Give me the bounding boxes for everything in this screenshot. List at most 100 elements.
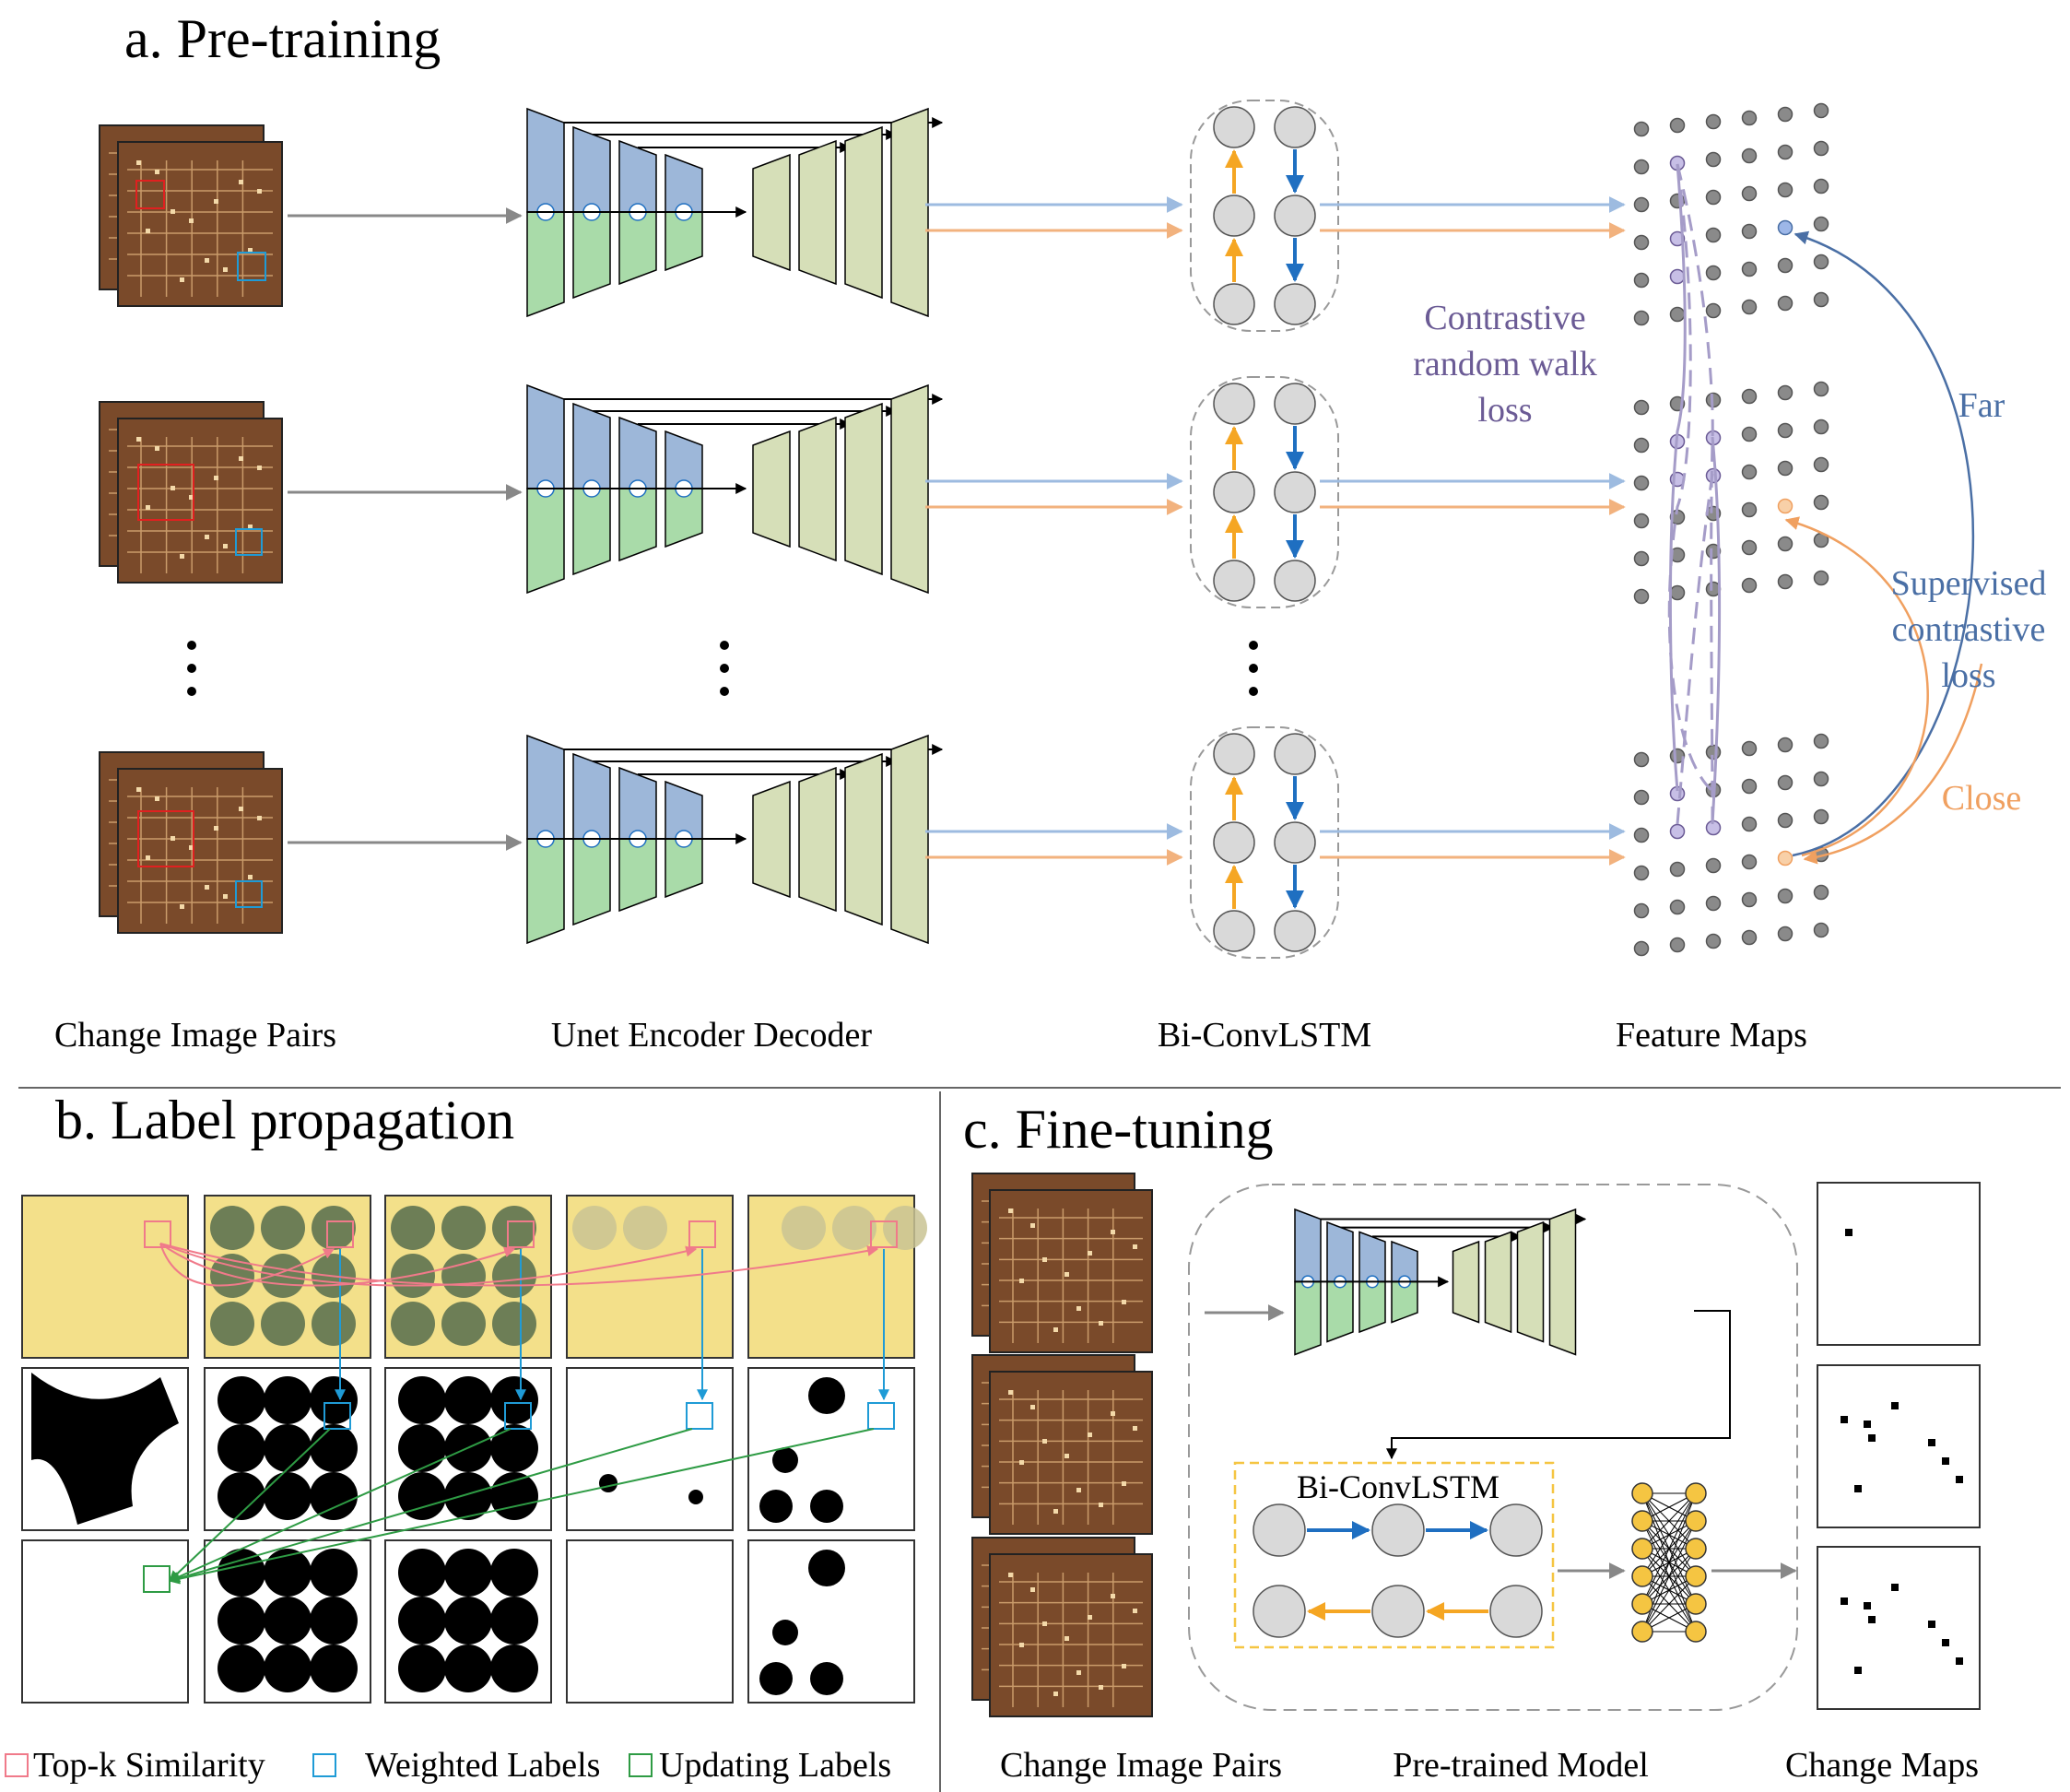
connection (1641, 1492, 1697, 1577)
neuron (1631, 1621, 1653, 1643)
feature-point (1633, 827, 1650, 843)
svg-text:Pre-trained Model: Pre-trained Model (1393, 1746, 1649, 1785)
change-pixel (1891, 1584, 1899, 1591)
change-blob (264, 1424, 312, 1472)
feature-point (1777, 812, 1794, 829)
neuron (1631, 1565, 1653, 1587)
feature-point (1813, 253, 1829, 270)
change-pixel (1864, 1421, 1871, 1428)
change-blob (810, 1662, 843, 1695)
decoder-block (890, 383, 929, 595)
pivot-field (261, 1302, 305, 1346)
svg-text:Top-k Similarity: Top-k Similarity (33, 1746, 265, 1785)
feature-point (1741, 778, 1758, 795)
change-blob (218, 1549, 265, 1597)
feature-point (1633, 159, 1650, 175)
top-k-box (688, 1220, 716, 1248)
front-image (117, 418, 283, 584)
feature-maps (1633, 102, 1829, 957)
backward-cell (1274, 195, 1316, 237)
label-propagation-grid (21, 1195, 927, 1704)
feature-point (1813, 102, 1829, 119)
feature-point (1777, 888, 1794, 904)
svg-text:Weighted Labels: Weighted Labels (365, 1746, 600, 1785)
ellipsis-dots (187, 641, 1258, 696)
change-blob (772, 1447, 798, 1473)
backward-cell (1274, 821, 1316, 864)
forward-cell (1371, 1503, 1425, 1557)
unet-to-lstm-arrow (1386, 1310, 1731, 1460)
change-blob (264, 1376, 312, 1424)
propagation-image (566, 1195, 734, 1359)
propagation-image (747, 1195, 927, 1359)
feature-point (1741, 816, 1758, 832)
section-b-title: b. Label propagation (55, 1090, 514, 1150)
change-blob (599, 1474, 617, 1492)
updated-frame (566, 1539, 734, 1704)
backward-cell (1274, 733, 1316, 775)
change-blob (490, 1376, 538, 1424)
well-pad (1111, 1594, 1115, 1598)
change-blob (772, 1620, 798, 1645)
forward-cell (1213, 471, 1255, 513)
well-pad (1030, 1223, 1035, 1228)
change-pixel (1942, 1639, 1949, 1646)
supervised-contrastive-label: Supervised contrastive loss (1891, 564, 2047, 695)
neuron (1631, 1538, 1653, 1560)
feature-point (1777, 144, 1794, 160)
pretraining-rows (99, 100, 1626, 959)
feature-point (1633, 234, 1650, 251)
encoder-block-top (618, 766, 657, 840)
feature-point (1813, 884, 1829, 901)
well-pad (1053, 1509, 1058, 1514)
well-pad (171, 209, 175, 214)
updated-frame (21, 1539, 189, 1704)
label-map (566, 1367, 734, 1531)
change-blob (218, 1597, 265, 1645)
decoder-block (1516, 1220, 1545, 1343)
decoder-block (798, 139, 837, 286)
bi-convlstm-group (1190, 376, 1339, 608)
feature-point (1633, 550, 1650, 567)
change-map-frame (1817, 1546, 1981, 1710)
well-pad (248, 525, 253, 529)
well-pad (205, 535, 209, 539)
propagation-image (384, 1195, 552, 1359)
encoder-block-bottom (526, 488, 565, 595)
change-map (1817, 1546, 1981, 1710)
decoder-block (844, 402, 883, 576)
backward-cell (1274, 283, 1316, 325)
change-blob (444, 1472, 492, 1520)
change-blob (759, 1490, 793, 1523)
well-pad (171, 836, 175, 841)
encoder-block-top (1358, 1231, 1386, 1283)
feature-point (1777, 850, 1794, 867)
well-pad (239, 180, 243, 184)
pivot-field (210, 1302, 254, 1346)
updated-label-map (21, 1539, 189, 1704)
weighted-label-box (867, 1402, 895, 1430)
change-map-frame (1817, 1364, 1981, 1528)
top-k-arrow (159, 1243, 516, 1287)
bi-convlstm-group (1190, 726, 1339, 959)
fine-tuning-image-pairs (971, 1173, 1153, 1717)
feature-point (1633, 196, 1650, 213)
encoder-block-bottom (618, 211, 657, 286)
well-pad (248, 875, 253, 879)
far-label: Far (1958, 386, 2005, 425)
section-a-captions: Change Image Pairs Unet Encoder Decoder … (54, 1016, 1807, 1055)
change-blob (490, 1549, 538, 1597)
svg-text:Change Image Pairs: Change Image Pairs (54, 1016, 336, 1055)
connection (1641, 1492, 1697, 1550)
well-pad (136, 160, 141, 165)
top-k-arrow (159, 1243, 698, 1287)
well-pad (1019, 1643, 1024, 1647)
encoder-block-bottom (1326, 1280, 1354, 1343)
close-arc-lower (1803, 663, 1983, 865)
feature-point (1633, 940, 1650, 957)
pivot-field (623, 1206, 667, 1250)
well-pad (155, 446, 159, 451)
neuron (1631, 1593, 1653, 1615)
encoder-block-top (526, 734, 565, 840)
